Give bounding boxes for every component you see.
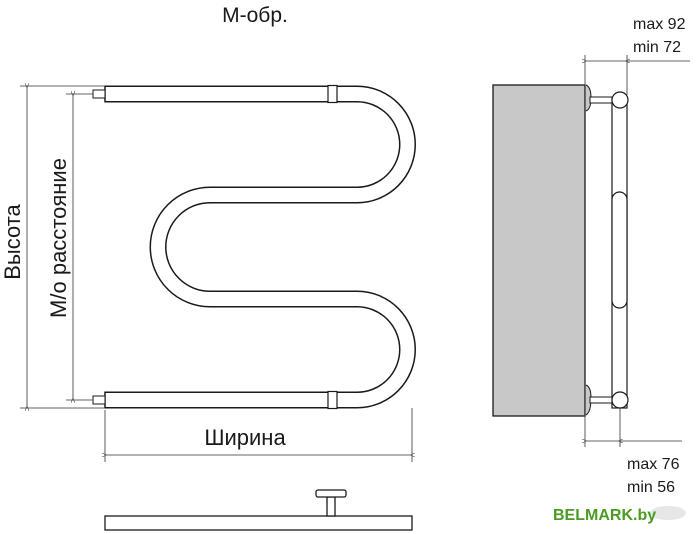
top-offset-min: min 72: [633, 39, 681, 56]
width-label: Ширина: [204, 425, 286, 450]
logo-shadow: [650, 506, 686, 520]
inlet-stub-top: [92, 89, 106, 99]
towel-rail-front-view: [92, 84, 416, 410]
bottom-offset-min: min 56: [627, 479, 675, 496]
bottom-offset-max: max 76: [627, 456, 680, 473]
towel-rail-top-view: [104, 489, 413, 531]
top-offset-max: max 92: [633, 16, 686, 33]
coupling-bottom: [327, 390, 338, 410]
inlet-stub-bottom: [92, 395, 106, 405]
belmark-logo: BELMARK.by: [553, 507, 656, 524]
height-dimension: [20, 86, 105, 408]
width-dimension: [105, 408, 412, 462]
height-label: Высота: [0, 203, 25, 279]
coupling-top: [327, 84, 338, 104]
side-offset-dimensions: [585, 55, 690, 447]
towel-rail-side-view: [492, 84, 629, 417]
diagram-title: М-обр.: [222, 4, 288, 27]
wall: [492, 84, 586, 417]
center-distance-label: М/о расстояние: [46, 158, 71, 318]
